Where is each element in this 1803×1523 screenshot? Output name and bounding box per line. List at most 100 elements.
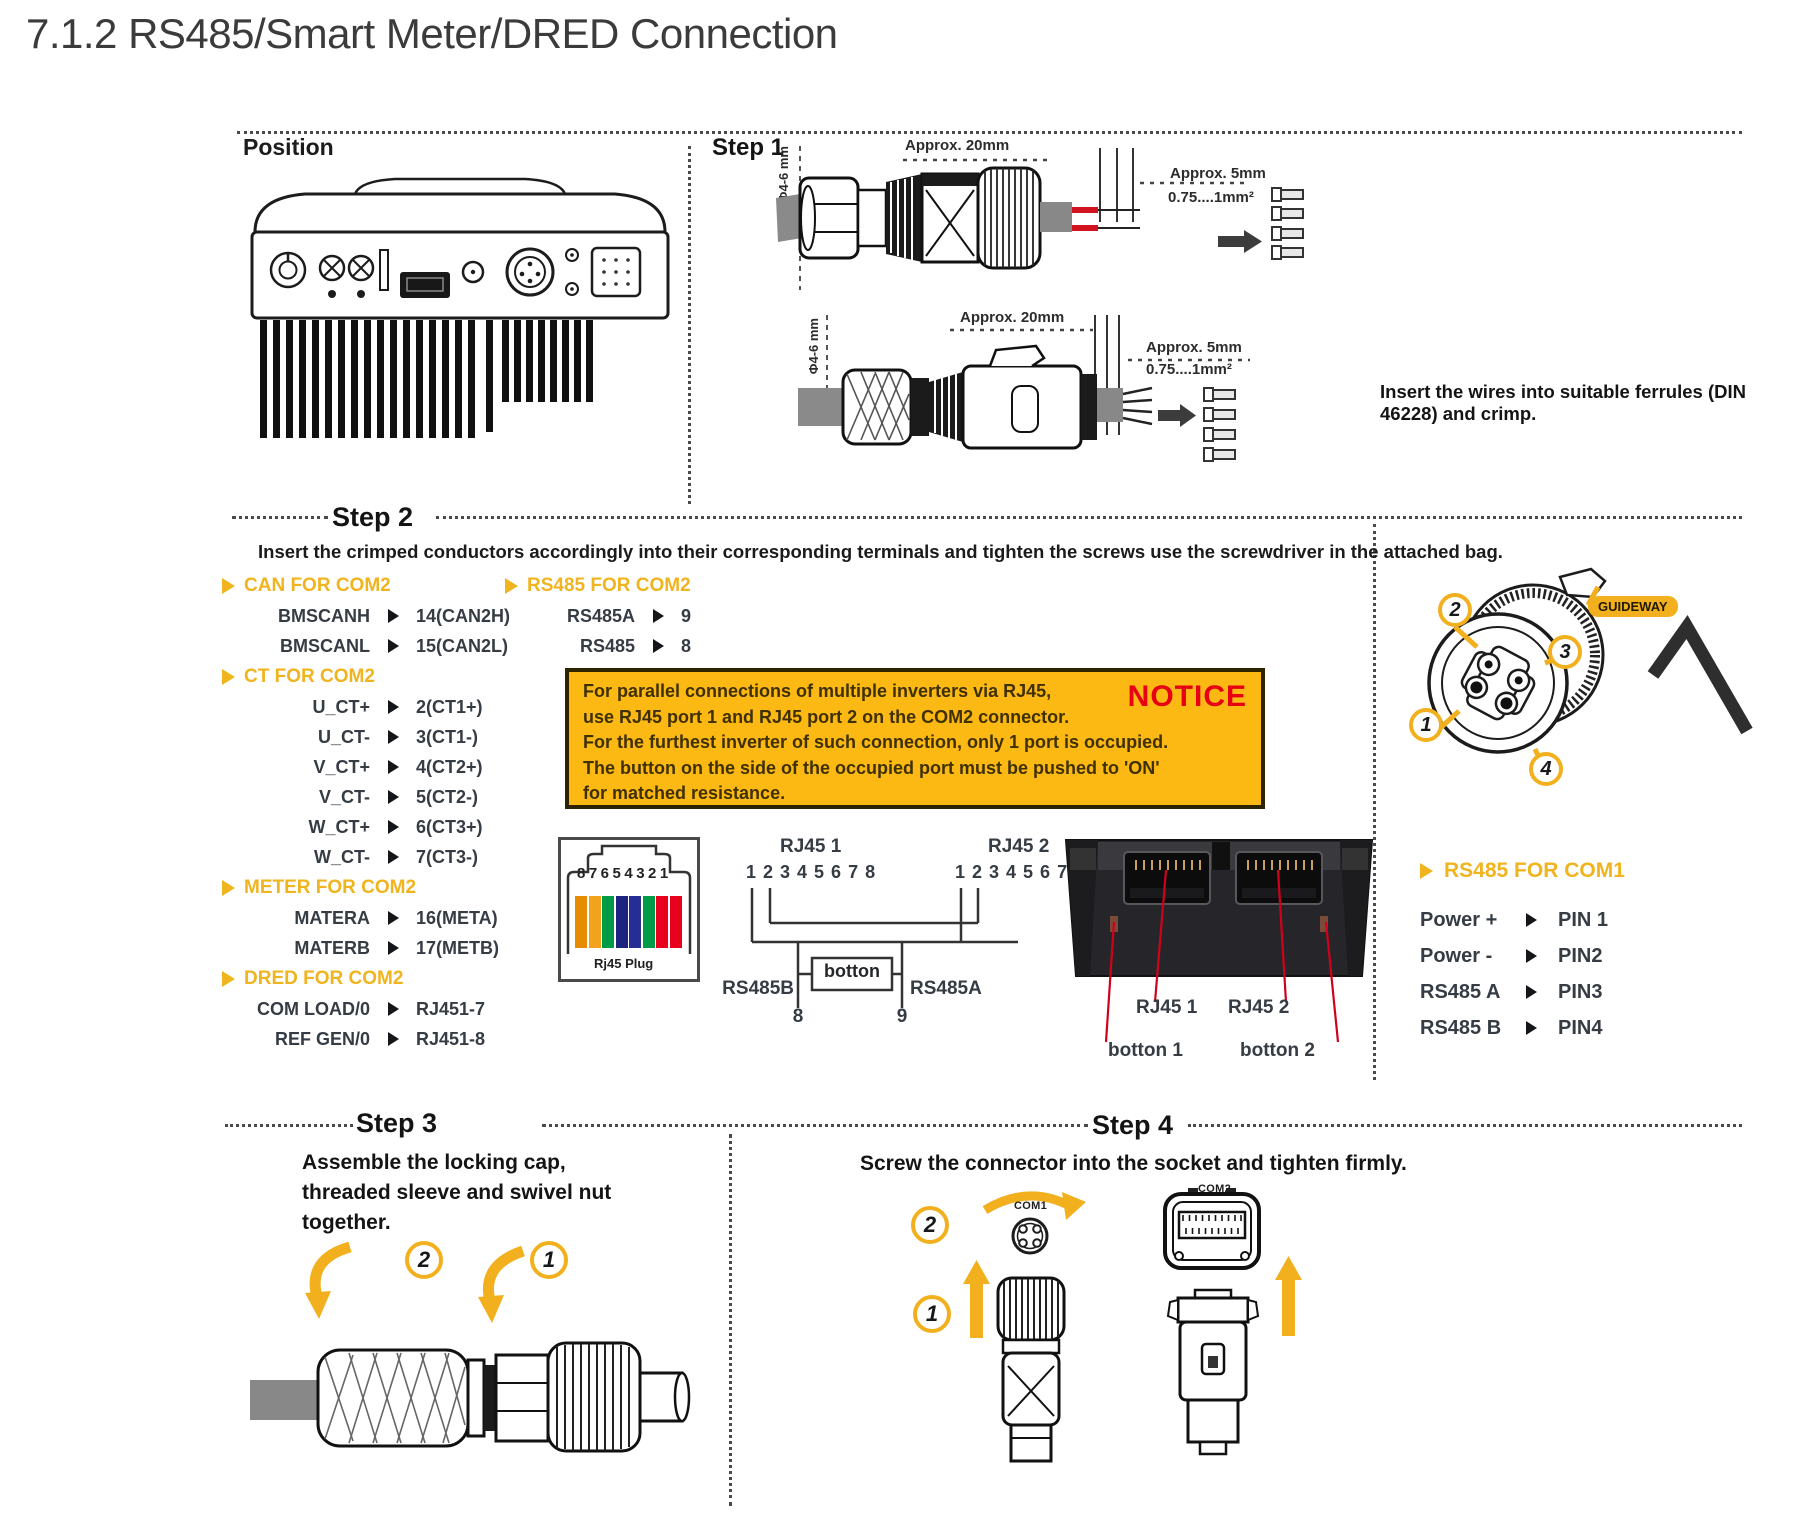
pin: 4(CT2+) [416, 756, 483, 777]
map-arrow-icon [387, 760, 399, 774]
table-title: DRED FOR COM2 [244, 967, 404, 989]
signal: BMSCANH [278, 605, 370, 626]
divider [237, 131, 1742, 134]
photo-rj45-1-label: RJ45 1 [1136, 997, 1198, 1018]
table-title: CAN FOR COM2 [244, 574, 391, 596]
notice-line: For the furthest inverter of such connec… [583, 732, 1169, 752]
signal: RS485 [579, 635, 635, 656]
wire-color-bar [615, 896, 628, 948]
map-arrow-icon [1526, 913, 1537, 927]
callout-2: 2 [1438, 593, 1472, 627]
step3-callout-1: 1 [530, 1241, 568, 1279]
notice-box: NOTICE For parallel connections of multi… [565, 668, 1265, 809]
notice-line: for matched resistance. [583, 783, 786, 803]
signal: RS485 B [1420, 1016, 1502, 1039]
approx-5mm-label-2: Approx. 5mm [1146, 339, 1242, 356]
map-arrow-icon [387, 609, 399, 623]
rj45-port2-pins: 12345678 [955, 862, 1092, 882]
com1-port-label: COM1 [1014, 1200, 1047, 1212]
com2-port-label: COM2 [1198, 1183, 1231, 1195]
table-row: RS485A 9 [505, 601, 691, 631]
pin: 6(CT3+) [416, 816, 483, 837]
step4-label: Step 4 [1092, 1110, 1174, 1140]
pin: 17(METB) [416, 937, 500, 958]
callout-3: 3 [1548, 635, 1582, 669]
signal: RS485A [566, 605, 635, 626]
notice-line: The button on the side of the occupied p… [583, 757, 1160, 778]
pin: PIN3 [1558, 980, 1603, 1003]
pin: 7(CT3-) [416, 846, 478, 867]
table-row: W_CT- 7(CT3-) [222, 842, 510, 872]
approx-20mm-label: Approx. 20mm [905, 137, 1010, 154]
pin: 3(CT1-) [416, 726, 478, 747]
map-arrow-icon [387, 639, 399, 653]
pin: PIN 1 [1558, 908, 1609, 931]
step4-instruction: Screw the connector into the socket and … [860, 1152, 1407, 1175]
triangle-bullet-icon [222, 577, 235, 594]
signal: Power - [1420, 944, 1493, 967]
map-arrow-icon [1526, 1021, 1537, 1035]
wire-color-bar [629, 896, 641, 948]
step3-label: Step 3 [356, 1108, 438, 1138]
step4-connector-drawing [963, 1188, 1302, 1463]
map-arrow-icon [387, 911, 399, 925]
step2-label: Step 2 [332, 502, 414, 532]
signal: Power + [1420, 908, 1498, 931]
photo-botton-1-label: botton 1 [1108, 1040, 1183, 1061]
table-row: RS485 8 [505, 631, 691, 661]
page-title: 7.1.2 RS485/Smart Meter/DRED Connection [26, 10, 838, 57]
photo-botton-2-label: botton 2 [1240, 1040, 1315, 1061]
divider [436, 516, 1742, 519]
table-row: V_CT+4(CT2+) [222, 752, 510, 782]
rj45-port2-label: RJ45 2 [988, 836, 1050, 857]
table-title: METER FOR COM2 [244, 876, 417, 898]
dred-table-header: DRED FOR COM2 [222, 963, 510, 994]
botton-label: botton [824, 961, 880, 981]
table-row: MATERB 17(METB) [222, 933, 510, 963]
wire-color-bar [602, 896, 614, 948]
signal: W_CT- [314, 846, 370, 867]
step4-callout-1: 1 [913, 1295, 951, 1333]
divider [1188, 1124, 1742, 1127]
pin: 14(CAN2H) [416, 605, 511, 626]
pin: 16(META) [416, 907, 498, 928]
com1-connector-drawing [1427, 567, 1753, 777]
triangle-bullet-icon [222, 970, 235, 987]
map-arrow-icon [387, 820, 399, 834]
notice-badge: NOTICE [1127, 680, 1247, 713]
cable-gland-drawing-2 [798, 315, 1250, 462]
map-arrow-icon [387, 1002, 399, 1016]
pin: 8 [681, 635, 692, 656]
map-arrow-icon [387, 730, 399, 744]
wire-color-bar [656, 896, 668, 948]
signal: U_CT- [317, 726, 370, 747]
pin: 15(CAN2L) [416, 635, 509, 656]
table-row: U_CT+2(CT1+) [222, 692, 510, 722]
signal: V_CT- [318, 786, 370, 807]
pin9-label: 9 [896, 1006, 908, 1027]
pin: RJ451-7 [416, 998, 486, 1019]
rs485-com2-header: RS485 FOR COM2 [505, 570, 691, 601]
callout-1: 1 [1409, 708, 1443, 742]
notice-line: use RJ45 port 1 and RJ45 port 2 on the C… [583, 706, 1070, 727]
inverter-drawing [250, 177, 670, 438]
signal: U_CT+ [312, 696, 370, 717]
photo-rj45-2-label: RJ45 2 [1228, 997, 1290, 1018]
table-row: W_CT+ 6(CT3+) [222, 812, 510, 842]
signal: BMSCANL [280, 635, 370, 656]
wire-size-label-2: 0.75....1mm² [1146, 361, 1232, 378]
signal: MATERB [294, 937, 370, 958]
pin: 9 [681, 605, 692, 626]
pin: RJ451-8 [416, 1028, 486, 1049]
divider [688, 146, 691, 504]
signal: W_CT+ [308, 816, 370, 837]
cable-gland-drawing-1 [776, 146, 1304, 290]
rs485b-label: RS485B [722, 978, 794, 999]
signal: RS485 A [1420, 980, 1501, 1003]
map-arrow-icon [652, 639, 664, 653]
table-row: RS485 A PIN3 [1420, 974, 1625, 1010]
rj45-port1-label: RJ45 1 [780, 836, 842, 857]
step2-instruction: Insert the crimped conductors accordingl… [258, 541, 1503, 562]
divider [1373, 524, 1376, 1080]
